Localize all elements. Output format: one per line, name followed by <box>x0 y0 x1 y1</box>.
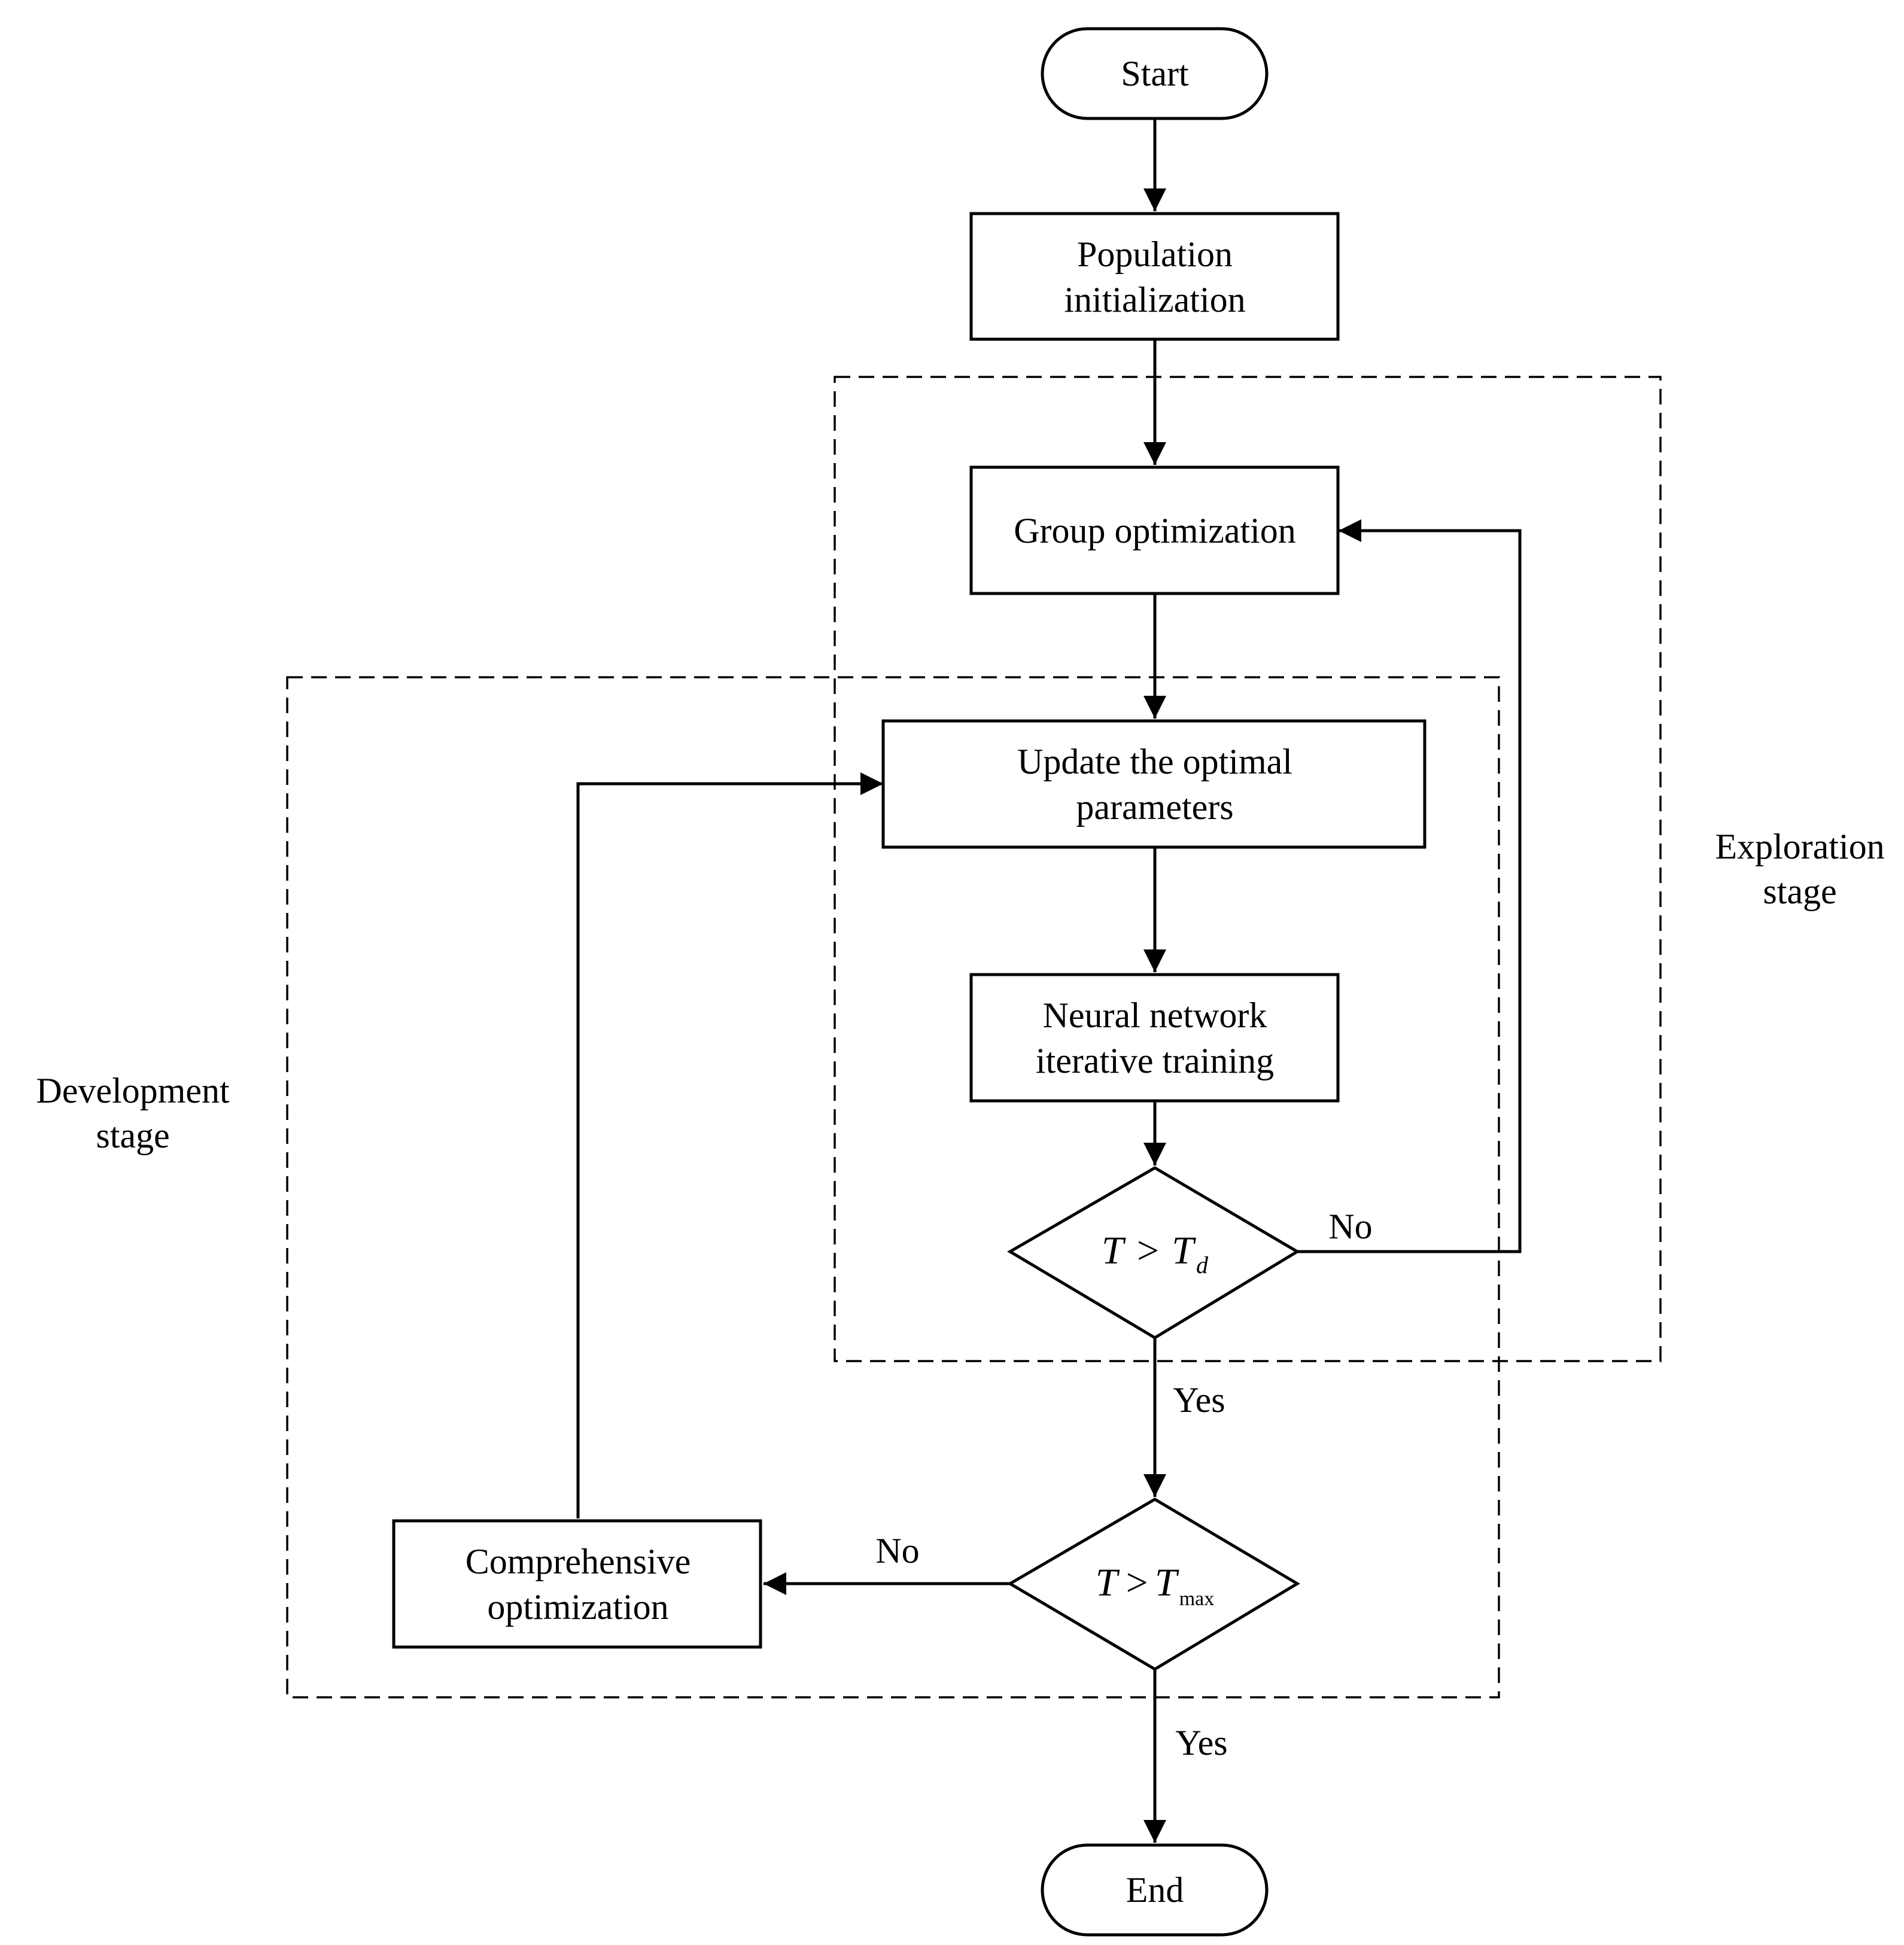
decision-tmax-op: > <box>1123 1561 1150 1605</box>
decision-td-var: T <box>1102 1229 1126 1273</box>
exploration-stage-boundary <box>834 376 1662 1362</box>
start-node: Start <box>1041 27 1269 120</box>
neural-line-1: Neural network <box>1043 996 1267 1035</box>
decision-tmax-var: T <box>1096 1561 1120 1605</box>
decision-td-op: > <box>1135 1229 1161 1273</box>
end-label: End <box>1126 1870 1184 1910</box>
population-line-1: Population <box>1077 235 1233 274</box>
comprehensive-line-1: Comprehensive <box>466 1542 691 1581</box>
development-stage-line-1: Development <box>36 1071 230 1110</box>
decision-t-greater-td: T > T d <box>1007 1166 1300 1340</box>
decision-td-rhs: T <box>1172 1229 1196 1273</box>
neural-network-training-node: Neural network iterative training <box>969 973 1340 1103</box>
start-label: Start <box>1121 54 1189 93</box>
arrow-td-no-to-group <box>1297 519 1522 1253</box>
decision-tmax-sub: max <box>1179 1588 1215 1610</box>
decision-tmax-expression: T > T max <box>1096 1561 1215 1610</box>
decision-tmax-rhs: T <box>1155 1561 1179 1605</box>
group-optimization-node: Group optimization <box>969 465 1340 595</box>
decision-t-greater-tmax: T > T max <box>1007 1497 1300 1671</box>
tmax-no-label: No <box>875 1531 919 1570</box>
population-line-2: initialization <box>1064 280 1245 319</box>
development-stage-line-2: stage <box>96 1116 169 1155</box>
group-optimization-label: Group optimization <box>1014 511 1296 550</box>
td-no-label: No <box>1328 1207 1372 1246</box>
tmax-yes-label: Yes <box>1175 1723 1227 1763</box>
exploration-stage-line-2: stage <box>1763 872 1836 911</box>
comprehensive-line-2: optimization <box>487 1587 668 1627</box>
neural-line-2: iterative training <box>1036 1041 1274 1080</box>
arrow-comprehensive-to-update <box>576 772 883 1518</box>
population-initialization-node: Population initialization <box>969 212 1340 341</box>
development-stage-boundary <box>286 676 1500 1699</box>
update-parameters-node: Update the optimal parameters <box>881 719 1427 849</box>
exploration-stage-line-1: Exploration <box>1715 827 1884 866</box>
comprehensive-optimization-node: Comprehensive optimization <box>392 1519 762 1649</box>
td-yes-label: Yes <box>1173 1380 1225 1420</box>
decision-td-sub: d <box>1196 1252 1209 1279</box>
update-line-2: parameters <box>1076 787 1233 827</box>
connectors <box>576 118 1522 1843</box>
update-line-1: Update the optimal <box>1017 742 1292 781</box>
end-node: End <box>1041 1843 1269 1937</box>
decision-td-expression: T > T d <box>1102 1229 1209 1279</box>
